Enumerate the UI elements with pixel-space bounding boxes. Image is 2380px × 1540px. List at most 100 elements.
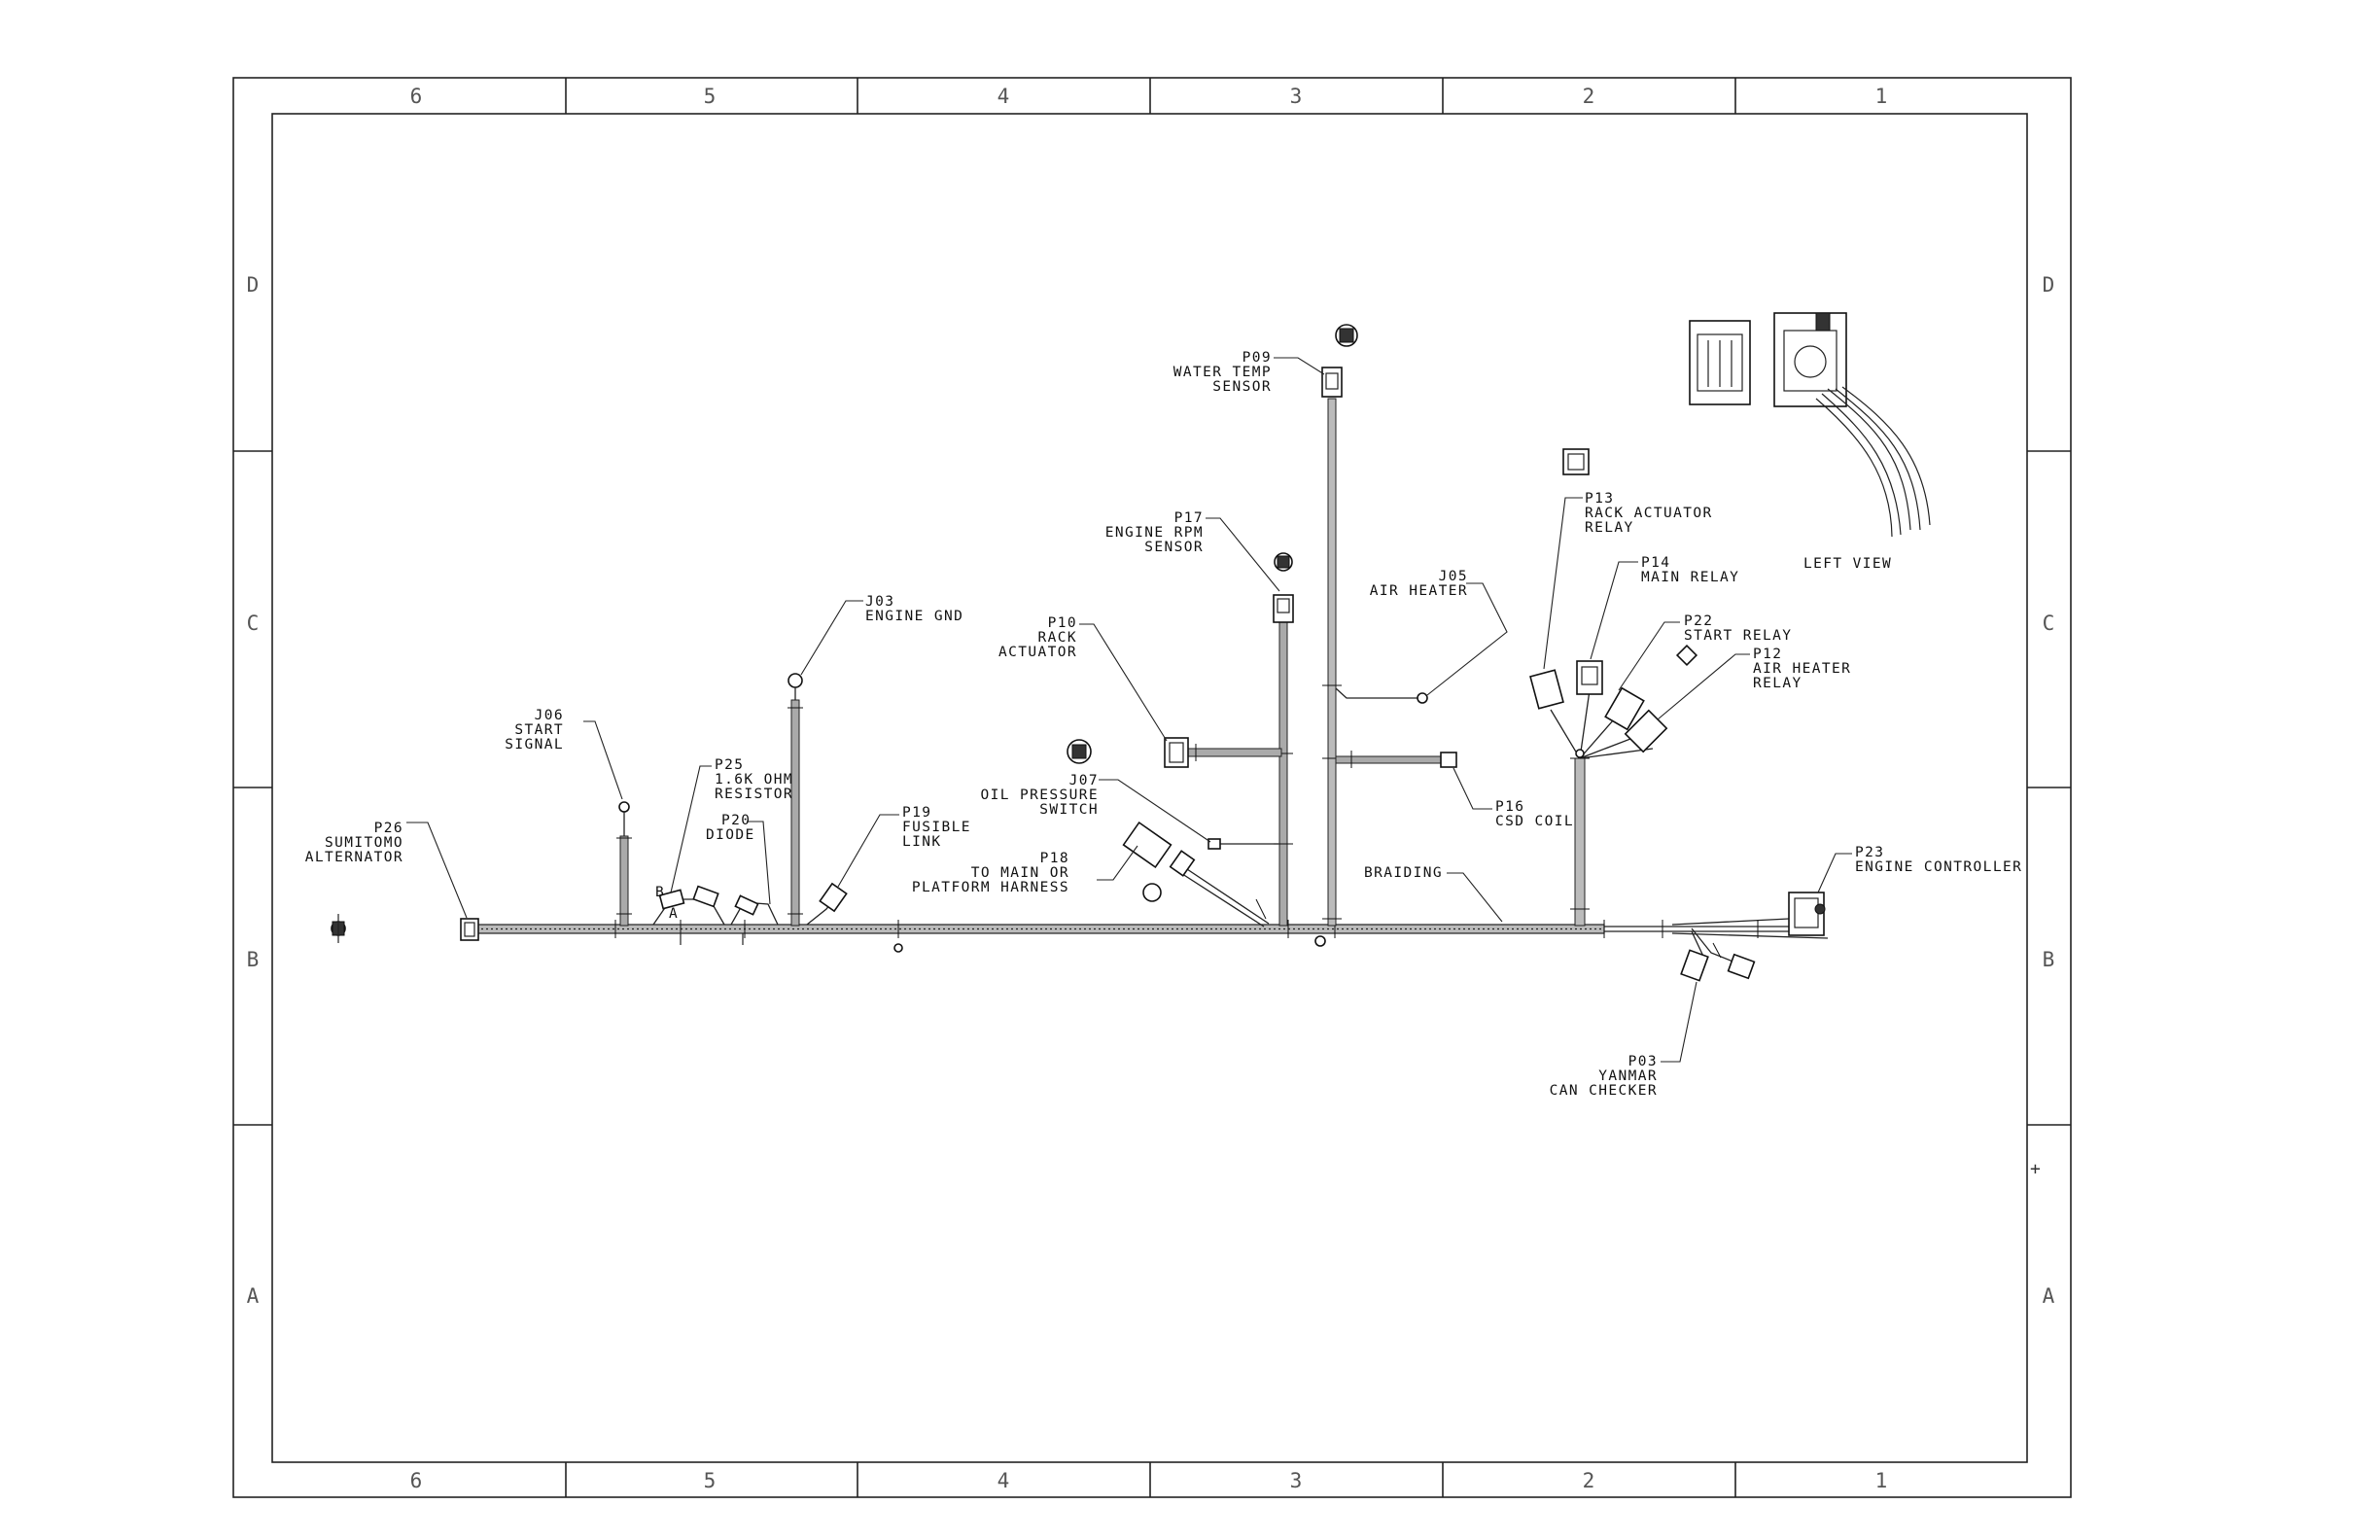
svg-text:P13: P13 bbox=[1585, 491, 1614, 507]
p26-alternator-connector bbox=[331, 914, 479, 943]
zone-col-4-bottom: 4 bbox=[998, 1469, 1010, 1492]
j07-oil-pressure-branch bbox=[1208, 838, 1278, 850]
p16-label: P16 CSD COIL bbox=[1495, 799, 1574, 829]
p12-label: P12 AIR HEATER RELAY bbox=[1753, 647, 1851, 691]
zone-col-2: 2 bbox=[1583, 85, 1595, 108]
p18-platform-harness-branch bbox=[1067, 739, 1270, 928]
p10-label: P10 RACK ACTUATOR bbox=[998, 615, 1077, 660]
p20-label: P20 DIODE bbox=[706, 813, 755, 843]
svg-text:J03: J03 bbox=[865, 594, 894, 610]
svg-text:1.6K OHM: 1.6K OHM bbox=[715, 772, 793, 788]
zone-row-c: C bbox=[247, 612, 260, 635]
svg-text:P14: P14 bbox=[1641, 555, 1670, 571]
zone-col-3-bottom: 3 bbox=[1290, 1469, 1303, 1492]
svg-text:PLATFORM HARNESS: PLATFORM HARNESS bbox=[912, 880, 1069, 895]
svg-text:AIR HEATER: AIR HEATER bbox=[1753, 661, 1851, 677]
p03-can-checker-branch bbox=[1680, 928, 1756, 982]
j06-start-signal-branch bbox=[616, 801, 632, 927]
zone-column-labels-top: 6 5 4 3 2 1 bbox=[410, 85, 1888, 108]
j05-air-heater-branch bbox=[1335, 687, 1428, 704]
svg-text:P17: P17 bbox=[1174, 510, 1204, 526]
p25-label: P25 1.6K OHM RESISTOR bbox=[715, 757, 793, 802]
p03-label: P03 YANMAR CAN CHECKER bbox=[1550, 1054, 1658, 1099]
svg-text:DIODE: DIODE bbox=[706, 827, 755, 843]
p13-label: P13 RACK ACTUATOR RELAY bbox=[1585, 491, 1711, 536]
svg-text:TO MAIN OR: TO MAIN OR bbox=[971, 865, 1069, 881]
svg-text:SUMITOMO: SUMITOMO bbox=[325, 835, 403, 851]
zone-col-5-bottom: 5 bbox=[704, 1469, 717, 1492]
p10-leader bbox=[1079, 623, 1168, 742]
j06-label: J06 START SIGNAL bbox=[505, 708, 564, 752]
p23-engine-controller-connector bbox=[1788, 892, 1826, 936]
svg-text:P25: P25 bbox=[715, 757, 744, 773]
svg-text:P09: P09 bbox=[1242, 350, 1272, 366]
main-trunk bbox=[475, 917, 1829, 953]
zone-col-5: 5 bbox=[704, 85, 717, 108]
p18-label: P18 TO MAIN OR PLATFORM HARNESS bbox=[912, 851, 1069, 895]
zone-col-3: 3 bbox=[1290, 85, 1303, 108]
drawing-border bbox=[232, 77, 2072, 1498]
svg-text:P03: P03 bbox=[1628, 1054, 1658, 1069]
p14-label: P14 MAIN RELAY bbox=[1641, 555, 1739, 585]
zone-row-b: B bbox=[247, 948, 260, 971]
p13-leader bbox=[1543, 497, 1583, 670]
svg-text:CSD COIL: CSD COIL bbox=[1495, 814, 1574, 829]
j06-leader bbox=[583, 720, 623, 800]
svg-text:ALTERNATOR: ALTERNATOR bbox=[305, 850, 403, 865]
j05-label: J05 AIR HEATER bbox=[1370, 569, 1468, 599]
zone-row-labels-left: D C B A bbox=[247, 273, 260, 1308]
p25-resistor-component: B A bbox=[652, 885, 725, 945]
svg-text:SENSOR: SENSOR bbox=[1212, 379, 1272, 395]
svg-text:J05: J05 bbox=[1439, 569, 1468, 584]
p23-leader bbox=[1817, 853, 1852, 893]
p14-leader bbox=[1590, 561, 1638, 660]
zone-column-labels-bottom: 6 5 4 3 2 1 bbox=[410, 1469, 1888, 1492]
svg-text:P20: P20 bbox=[721, 813, 751, 828]
j07-label: J07 OIL PRESSURE SWITCH bbox=[980, 773, 1097, 818]
svg-text:SIGNAL: SIGNAL bbox=[505, 737, 564, 752]
left-view-label: LEFT VIEW bbox=[1803, 556, 1892, 572]
svg-text:B: B bbox=[655, 885, 665, 900]
j03-label: J03 ENGINE GND bbox=[865, 594, 963, 624]
zone-row-c-right: C bbox=[2043, 612, 2055, 635]
rpm-sensor-branch bbox=[1273, 552, 1294, 927]
svg-text:P22: P22 bbox=[1684, 613, 1713, 629]
p03-leader bbox=[1661, 981, 1698, 1063]
zone-row-a: A bbox=[247, 1284, 260, 1308]
svg-text:P23: P23 bbox=[1855, 845, 1884, 860]
svg-text:A: A bbox=[669, 906, 679, 922]
svg-text:YANMAR: YANMAR bbox=[1598, 1068, 1658, 1084]
p26-label: P26 SUMITOMO ALTERNATOR bbox=[305, 821, 403, 865]
j03-engine-ground-branch bbox=[788, 673, 803, 927]
svg-text:J06: J06 bbox=[535, 708, 564, 723]
svg-text:P16: P16 bbox=[1495, 799, 1524, 815]
svg-text:P18: P18 bbox=[1040, 851, 1069, 866]
zone-col-6-bottom: 6 bbox=[410, 1469, 423, 1492]
p18-leader bbox=[1097, 845, 1138, 881]
zone-row-d-right: D bbox=[2043, 273, 2055, 297]
p19-label: P19 FUSIBLE LINK bbox=[902, 805, 971, 850]
svg-text:ENGINE RPM: ENGINE RPM bbox=[1105, 525, 1204, 541]
svg-text:P26: P26 bbox=[374, 821, 403, 836]
p10-rack-actuator-branch bbox=[1164, 737, 1282, 768]
p09-leader bbox=[1274, 357, 1325, 375]
braiding-label: BRAIDING bbox=[1364, 865, 1443, 881]
relay-cluster-branch bbox=[1529, 448, 1698, 927]
left-view-detail bbox=[1689, 312, 1931, 538]
p16-csd-coil-branch bbox=[1335, 751, 1457, 768]
svg-text:RACK: RACK bbox=[1037, 630, 1077, 646]
svg-text:ENGINE GND: ENGINE GND bbox=[865, 609, 963, 624]
water-temp-sensor-branch bbox=[1321, 324, 1358, 927]
svg-text:FUSIBLE: FUSIBLE bbox=[902, 820, 971, 835]
svg-text:MAIN RELAY: MAIN RELAY bbox=[1641, 570, 1739, 585]
svg-text:RESISTOR: RESISTOR bbox=[715, 787, 793, 802]
p20-leader bbox=[747, 821, 771, 905]
p17-leader bbox=[1206, 517, 1280, 592]
zone-col-4: 4 bbox=[998, 85, 1010, 108]
svg-text:ENGINE CONTROLLER: ENGINE CONTROLLER bbox=[1855, 859, 2022, 875]
svg-text:START RELAY: START RELAY bbox=[1684, 628, 1792, 644]
svg-text:RELAY: RELAY bbox=[1585, 520, 1634, 536]
svg-text:CAN CHECKER: CAN CHECKER bbox=[1550, 1083, 1658, 1099]
svg-text:P12: P12 bbox=[1753, 647, 1782, 662]
